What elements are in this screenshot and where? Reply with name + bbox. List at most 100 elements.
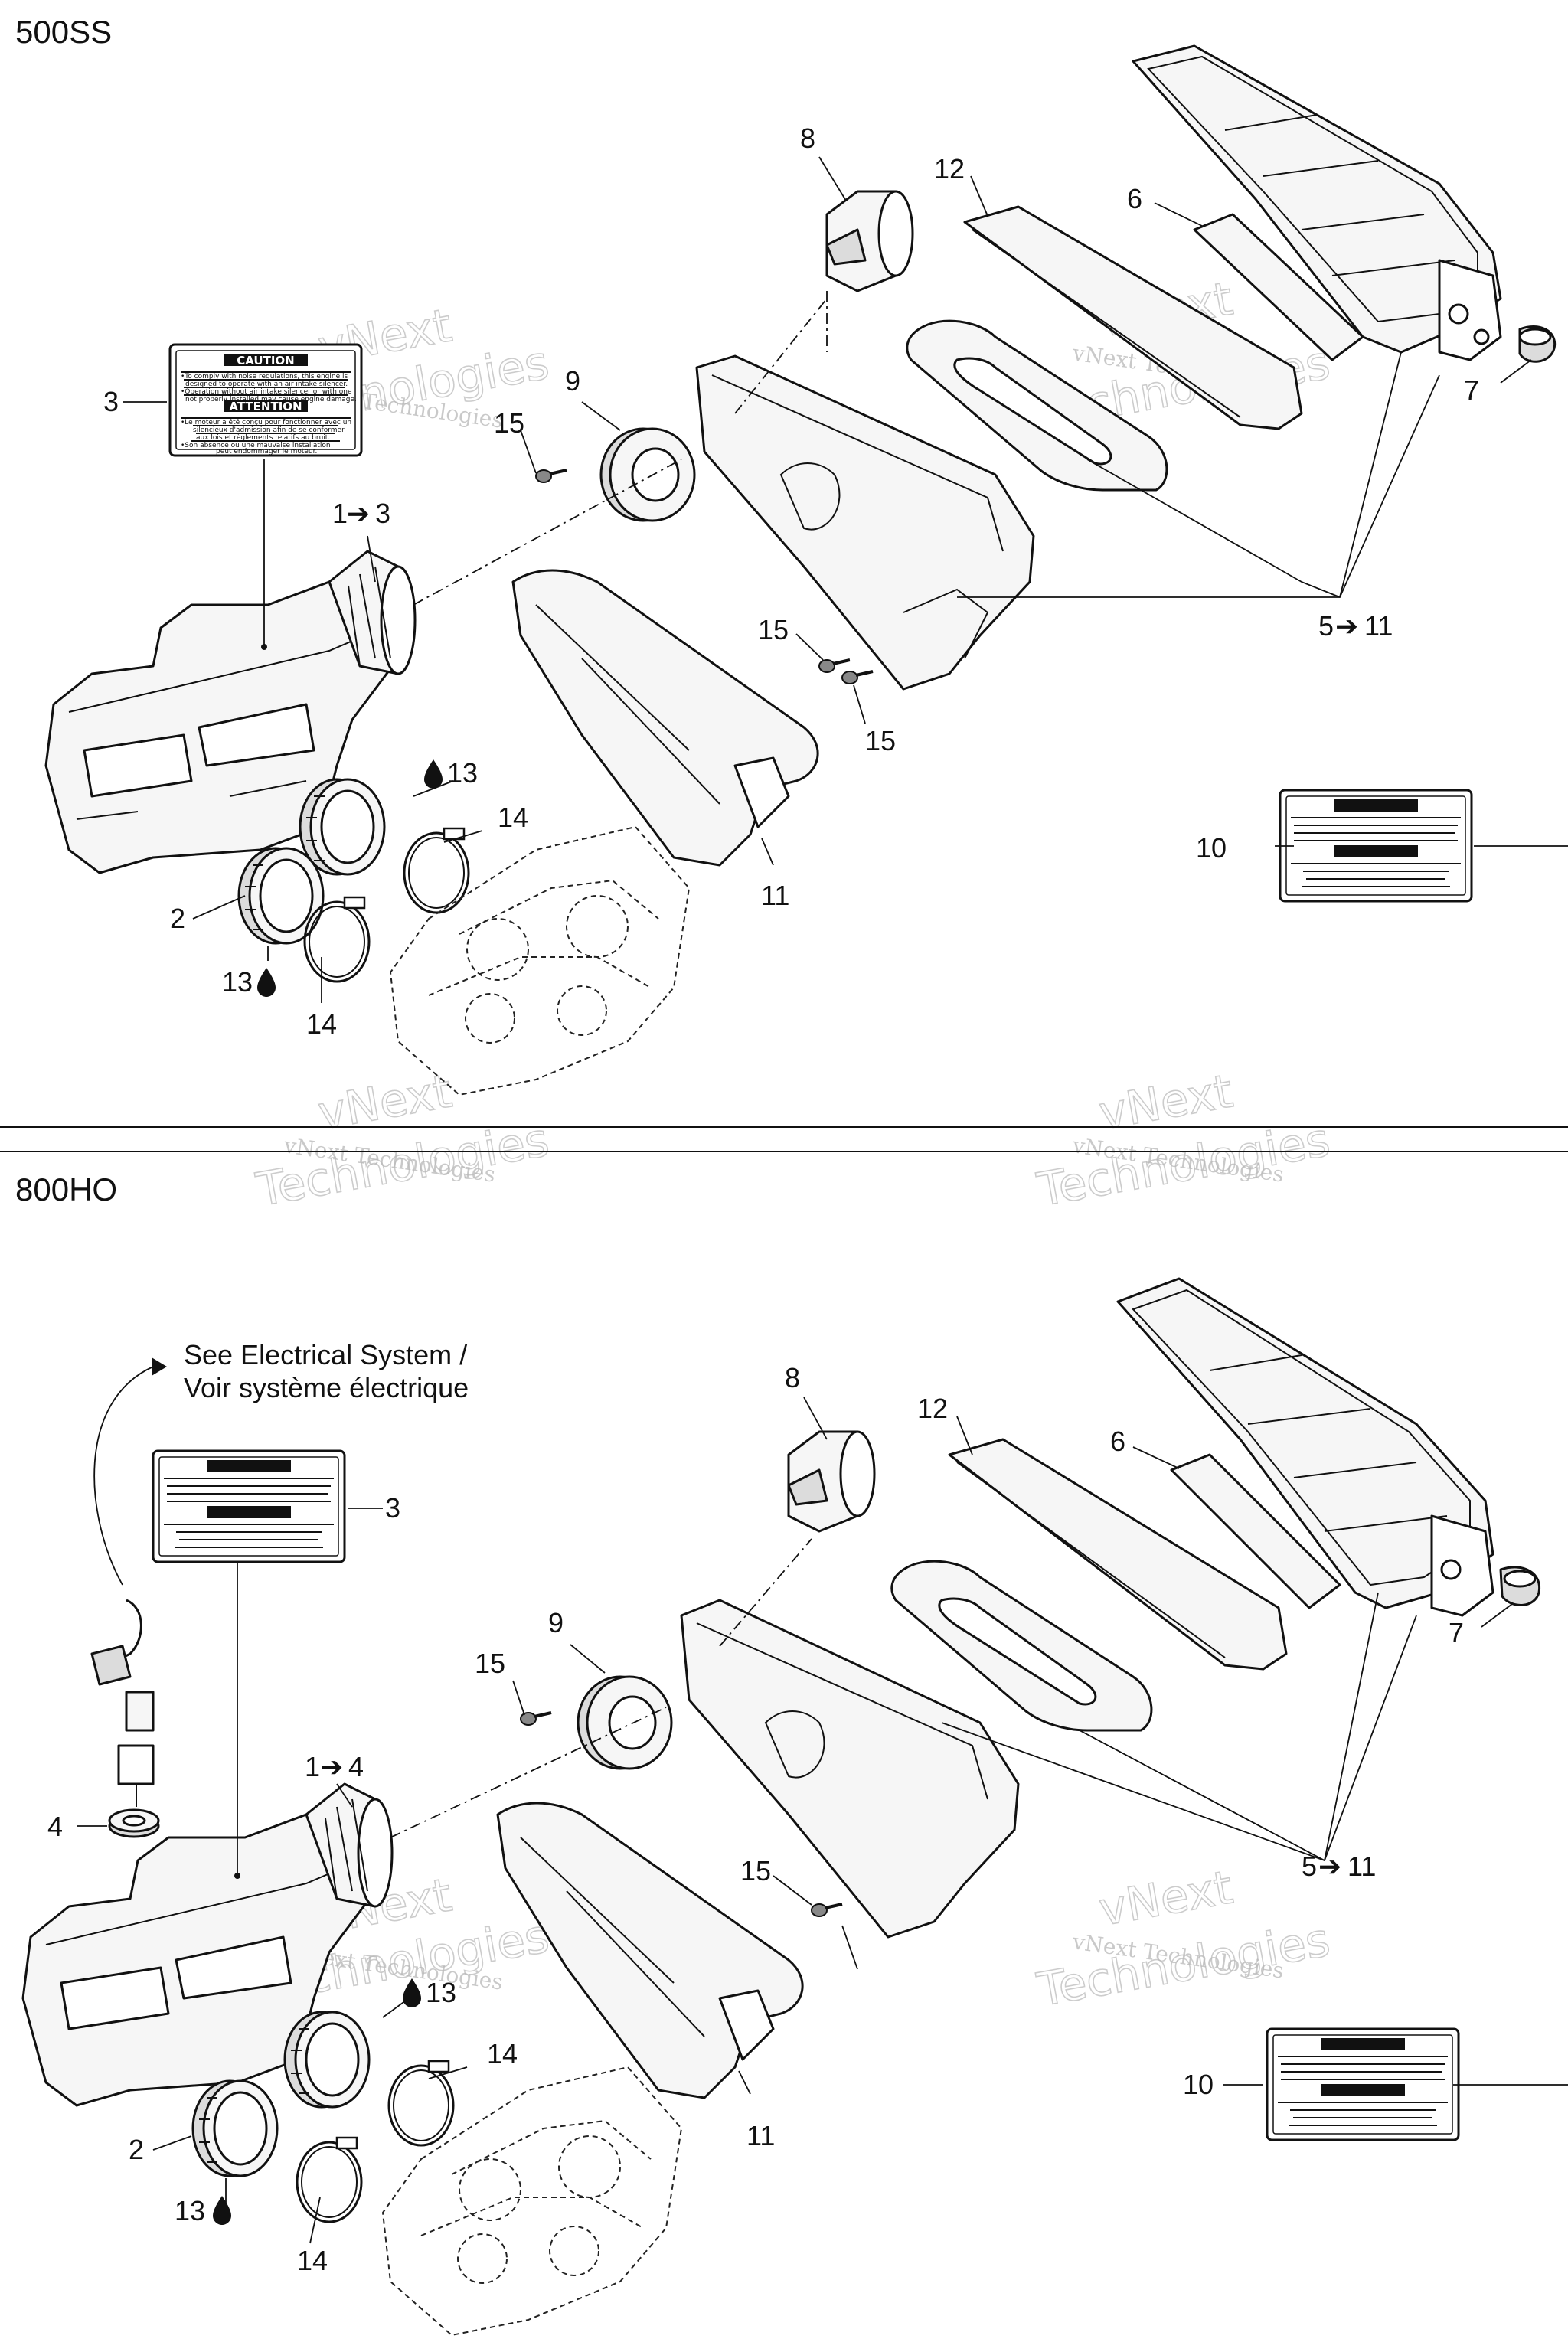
- airbox-800: [21, 1782, 394, 2107]
- silencer-lower-baffle: [511, 569, 819, 867]
- silencer-base-800: [680, 1599, 1020, 1939]
- caution-decal-right-800: [1266, 2027, 1460, 2141]
- screw-15-b: [818, 658, 851, 674]
- watermark-brand-mid-left: vNext: [314, 1064, 456, 1140]
- silencer-cap-800: [787, 1430, 876, 1533]
- leader-lines-800ho: [77, 1396, 1568, 2244]
- assembly-line-500ss: [413, 291, 828, 606]
- silencer-plug-800: [1499, 1566, 1541, 1606]
- caution-heading: CAUTION: [237, 354, 294, 368]
- attention-line-2: silencieux d'admission afin de se confor…: [193, 426, 345, 434]
- attention-line-1: •Le moteur a été conçu pour fonctionner …: [181, 418, 351, 426]
- silencer-cover-top: [963, 205, 1303, 430]
- grommet-4: [108, 1808, 160, 1838]
- engine-outline: [389, 825, 691, 1096]
- foam-piece: [1193, 213, 1364, 361]
- adaptor-upper: [299, 778, 386, 876]
- silencer-top-housing-800: [1116, 1277, 1494, 1617]
- screw-15-c: [841, 670, 874, 685]
- callout-5-arrow-800: ➔: [1318, 1851, 1341, 1882]
- section-500ss: 500SS: [15, 14, 1568, 1096]
- callout-5-800: 5: [1302, 1851, 1317, 1882]
- silencer-filter-plate: [906, 319, 1168, 492]
- section-title-800ho: 800HO: [15, 1171, 117, 1207]
- watermark-brand-mid-right: vNext: [1095, 1064, 1236, 1140]
- adaptor-upper-800: [283, 2011, 371, 2109]
- attention-heading: ATTENTION: [229, 400, 302, 413]
- callout-14-b: 14: [306, 1008, 337, 1040]
- callout-5-end-800: 11: [1348, 1851, 1376, 1882]
- callout-10: 10: [1196, 832, 1227, 864]
- callouts-800ho: 3 4 1 ➔ 4 2 13 14 14 13 15 9 8 12 6 7 15…: [47, 1362, 1464, 2276]
- decal-text-500ss: CAUTION •To comply with noise regulation…: [181, 354, 357, 456]
- callout-1-arrow-800: ➔: [320, 1751, 343, 1782]
- silencer-cap: [825, 190, 914, 292]
- screw-15-a-800: [519, 1711, 553, 1726]
- attention-line-3: aux lois et règlements relatifs au bruit…: [196, 433, 330, 442]
- leader-lines-500ss: [122, 156, 1568, 1003]
- caution-line-1: •To comply with noise regulations, this …: [181, 373, 348, 381]
- oil-drop-icon: [424, 760, 443, 789]
- callout-6-800: 6: [1110, 1426, 1125, 1457]
- callouts-500ss: 3 1 ➔ 3 2 13 14 14 13 15 9 8 12 6 7 15 1…: [103, 122, 1479, 1040]
- silencer-cover-top-800: [948, 1438, 1288, 1671]
- section-800ho: 800HO See Electrical System / Voir systè…: [15, 1171, 1568, 2337]
- screw-15-a: [534, 469, 568, 484]
- section-title-500ss: 500SS: [15, 14, 112, 50]
- callout-1-800: 1: [305, 1751, 320, 1782]
- callout-15-a: 15: [494, 407, 524, 439]
- callout-10-800: 10: [1183, 2069, 1214, 2100]
- silencer-top-housing: [1132, 44, 1502, 361]
- screw-15-b-800: [810, 1903, 844, 1918]
- grommet: [599, 427, 696, 522]
- callout-13-b-800: 13: [175, 2195, 205, 2226]
- callout-1-end: 3: [375, 498, 390, 529]
- callout-2-800: 2: [129, 2134, 144, 2165]
- callout-8-800: 8: [785, 1362, 800, 1393]
- callout-13-a-800: 13: [426, 1977, 456, 2008]
- callout-12-800: 12: [917, 1393, 948, 1424]
- callout-11-800: 11: [746, 2120, 775, 2151]
- watermark-brand-bottom-right: vNext: [1095, 1860, 1236, 1936]
- right-arrow-icon: [152, 1357, 167, 1376]
- callout-9: 9: [565, 365, 580, 397]
- callout-13-a: 13: [447, 757, 478, 789]
- reference-line-1: See Electrical System /: [184, 1339, 467, 1370]
- adaptor-lower-800: [191, 2079, 279, 2177]
- attention-line-4: •Son absence ou une mauvaise installatio…: [181, 442, 331, 449]
- callout-15-c: 15: [865, 725, 896, 756]
- callout-1-arrow: ➔: [347, 498, 370, 529]
- callout-5-arrow: ➔: [1335, 610, 1358, 642]
- callout-3: 3: [103, 386, 119, 417]
- caution-decal-top-800: [152, 1449, 346, 1563]
- callout-14-a: 14: [498, 802, 528, 833]
- foam-piece-800: [1170, 1453, 1341, 1609]
- oil-drop-icon: [257, 968, 276, 997]
- silencer-filter-plate-800: [890, 1560, 1153, 1732]
- silencer-plug: [1518, 325, 1557, 363]
- callout-9-800: 9: [548, 1607, 564, 1638]
- reference-line-2: Voir système électrique: [184, 1372, 469, 1403]
- silencer-base: [695, 354, 1035, 691]
- callout-12: 12: [934, 153, 965, 185]
- callout-1: 1: [332, 498, 348, 529]
- callout-5: 5: [1318, 610, 1334, 642]
- callout-7-800: 7: [1449, 1617, 1464, 1648]
- callout-14-b-800: 14: [297, 2245, 328, 2276]
- clamp-upper: [403, 827, 470, 914]
- callout-11: 11: [761, 880, 789, 911]
- callout-2: 2: [170, 903, 185, 934]
- engine-outline-800: [381, 2066, 683, 2337]
- callout-1-end-800: 4: [348, 1751, 364, 1782]
- oil-drop-icon: [213, 2196, 231, 2225]
- reference-curve: [93, 1366, 154, 1586]
- assembly-line-800ho: [390, 1538, 812, 1838]
- callout-13-b: 13: [222, 966, 253, 998]
- callout-15-b-800: 15: [740, 1855, 771, 1886]
- callout-15-b: 15: [758, 614, 789, 645]
- callout-6: 6: [1127, 183, 1142, 214]
- callout-8: 8: [800, 122, 815, 154]
- attention-line-5: peut endommager le moteur.: [216, 448, 317, 456]
- callout-14-a-800: 14: [487, 2038, 518, 2069]
